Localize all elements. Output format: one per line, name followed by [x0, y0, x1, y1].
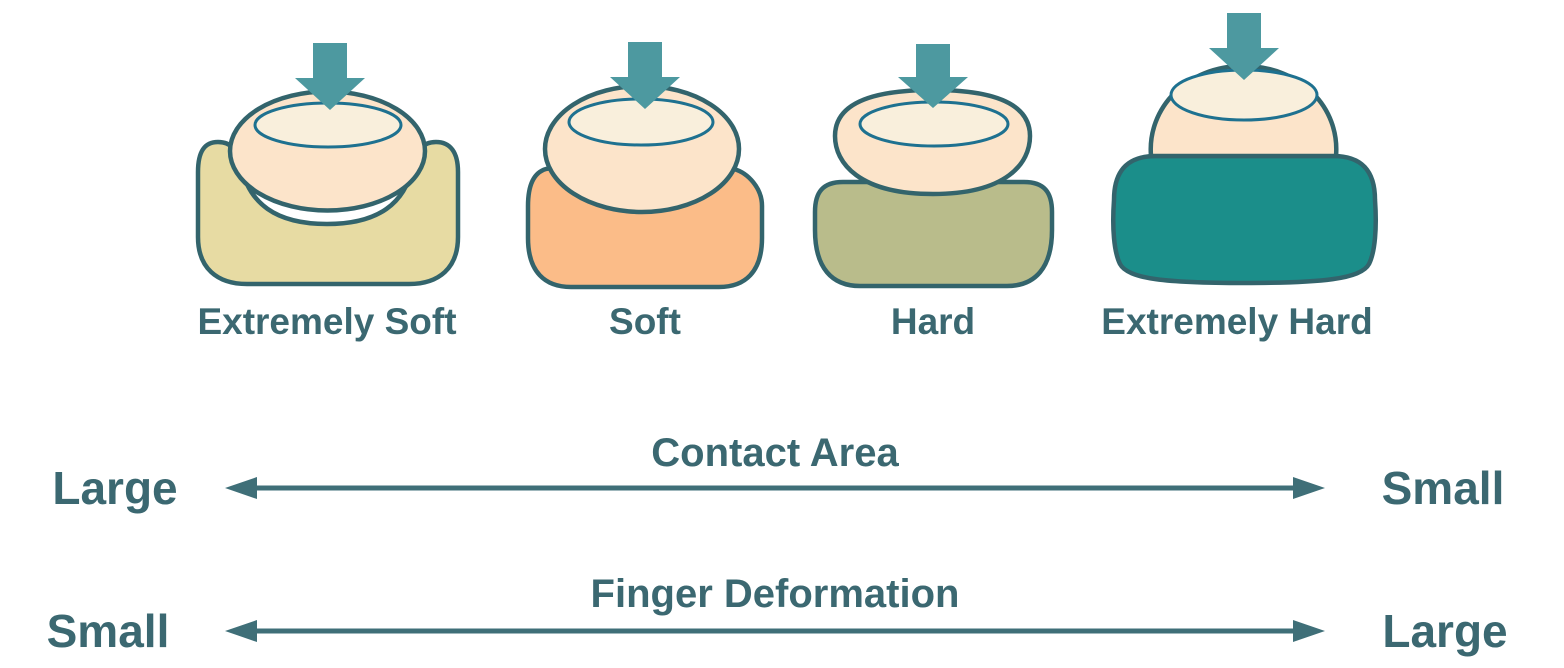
- label-hard: Hard: [890, 301, 976, 342]
- label-extremely-hard: Extremely Hard: [1101, 301, 1373, 342]
- contact-area-right-label: Small: [1381, 462, 1505, 514]
- contact-area-title: Contact Area: [651, 431, 899, 475]
- figure-hard: [812, 44, 1055, 289]
- fingernail: [567, 97, 715, 147]
- figure-extremely-hard: [1111, 13, 1378, 286]
- fingernail: [253, 101, 403, 149]
- fingernail: [858, 100, 1010, 148]
- press-down-arrow-icon: [898, 44, 968, 108]
- material-block-hard: [812, 179, 1055, 289]
- label-extremely-soft: Extremely Soft: [197, 301, 457, 342]
- material-block-extremely-hard: [1111, 153, 1378, 286]
- press-down-arrow-icon: [295, 43, 365, 110]
- finger-deformation-title: Finger Deformation: [590, 572, 960, 616]
- figure-extremely-soft: [195, 43, 461, 287]
- finger-deformation-arrow-icon: [225, 620, 1325, 642]
- figure-soft: [525, 42, 765, 290]
- finger-deformation-left-label: Small: [46, 605, 170, 657]
- label-soft: Soft: [609, 301, 681, 342]
- press-down-arrow-icon: [1209, 13, 1279, 80]
- contact-area-left-label: Large: [52, 462, 178, 514]
- contact-area-arrow-icon: [225, 477, 1325, 499]
- finger-deformation-right-label: Large: [1382, 605, 1508, 657]
- press-down-arrow-icon: [610, 42, 680, 109]
